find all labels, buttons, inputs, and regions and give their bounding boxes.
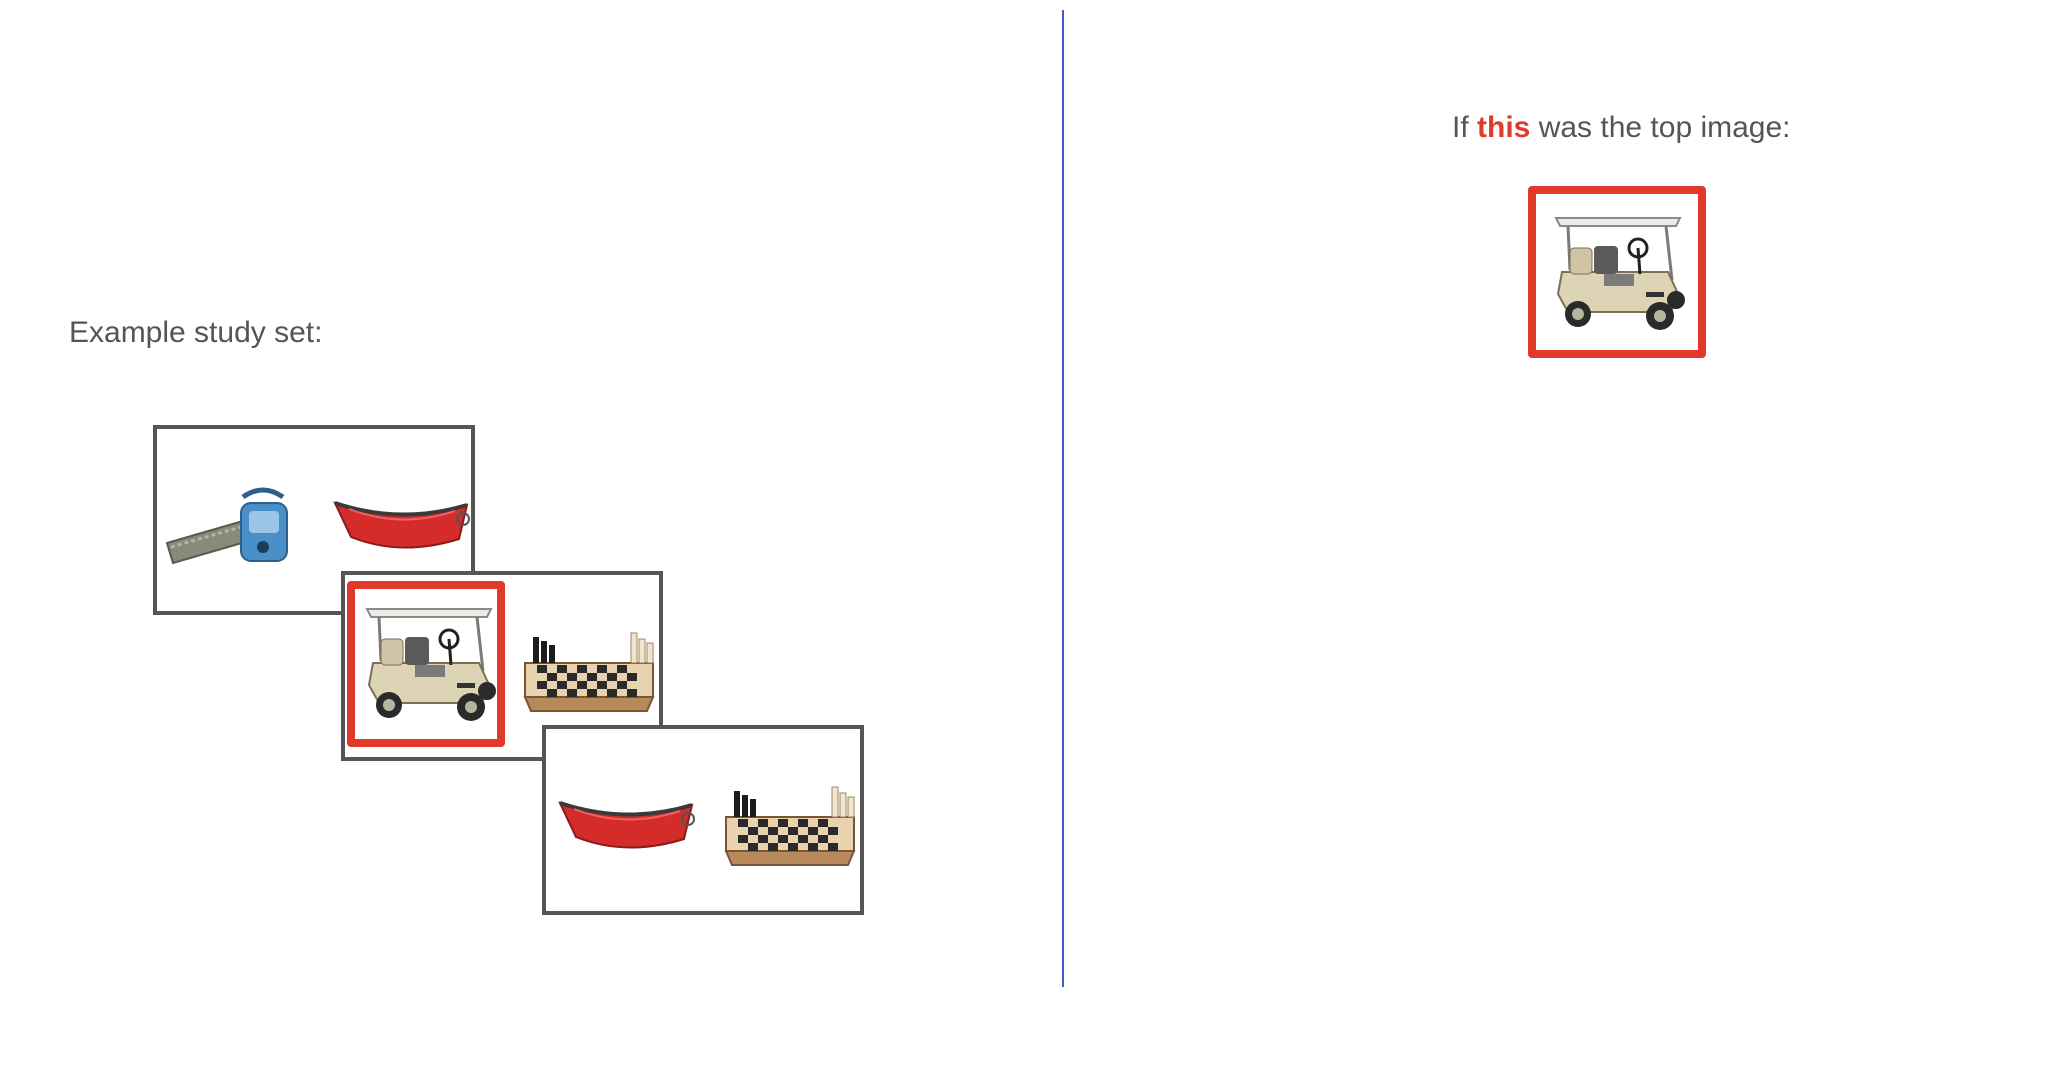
test-prompt-heading: If this was the top image: [1452, 111, 1791, 145]
golf-cart-icon [359, 599, 499, 729]
chainsaw-icon [163, 481, 303, 571]
canoe-icon [331, 473, 471, 563]
study-set-heading: Example study set: [69, 316, 323, 349]
canoe-icon [556, 773, 696, 863]
prompt-emphasis: this [1477, 111, 1531, 144]
highlighted-item-frame [347, 581, 505, 747]
study-pair-card-1 [153, 425, 475, 615]
target-image-frame [1528, 186, 1706, 358]
golf-cart-icon [1548, 204, 1688, 342]
prompt-prefix: If [1452, 111, 1469, 144]
panel-divider [1062, 10, 1064, 987]
chess-board-icon [720, 781, 860, 871]
study-pair-card-2 [341, 571, 663, 761]
study-pair-card-3 [542, 725, 864, 915]
prompt-suffix: was the top image: [1538, 111, 1791, 144]
chess-board-icon [519, 627, 659, 717]
